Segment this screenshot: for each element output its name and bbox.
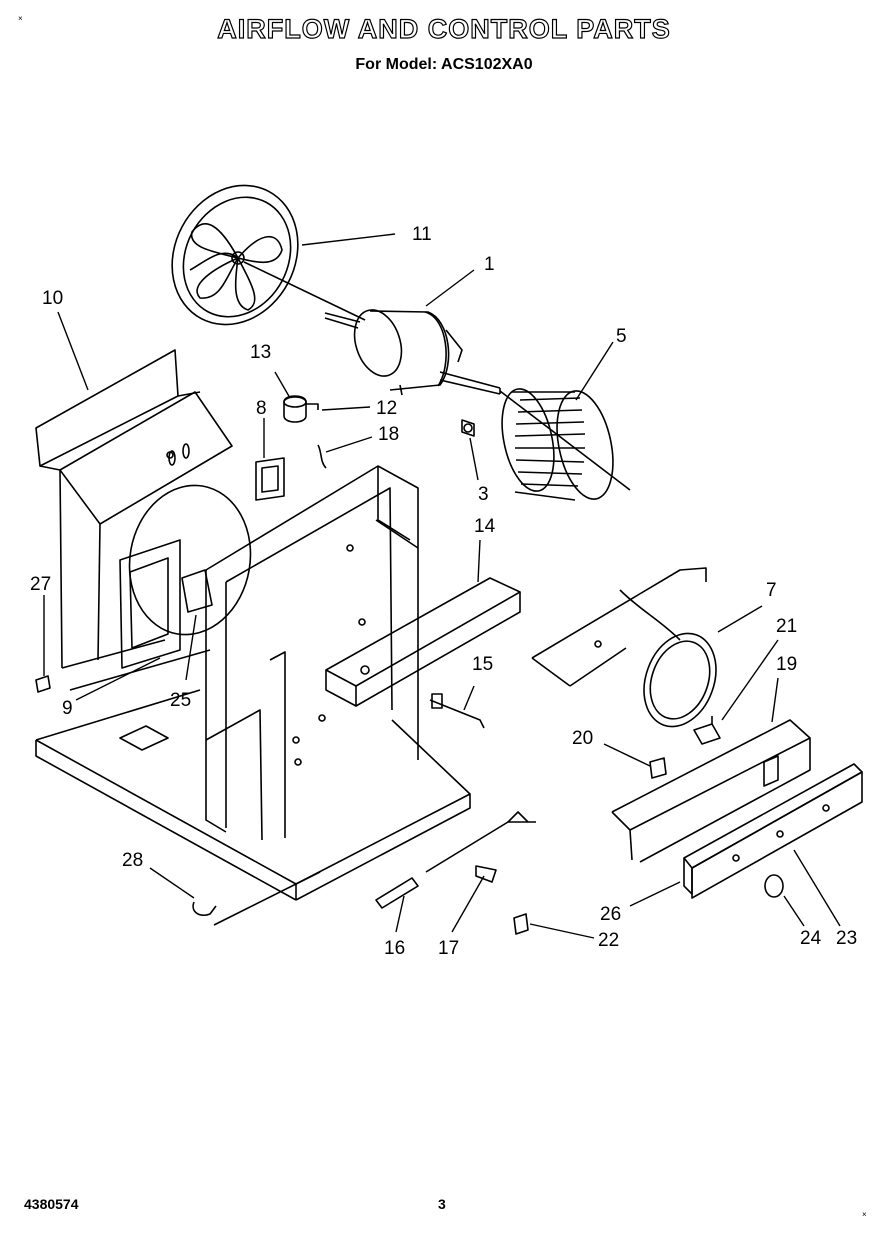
- callout-14: 14: [474, 516, 496, 537]
- part-18-wire: [317, 444, 327, 469]
- page-number: 3: [438, 1196, 446, 1212]
- part-5-blower-wheel: [501, 388, 614, 501]
- base-pan: [35, 689, 471, 926]
- document-number: 4380574: [24, 1196, 79, 1212]
- corner-mark-top-left: ×: [18, 14, 23, 23]
- callout-11: 11: [412, 224, 432, 245]
- callout-16: 16: [384, 938, 405, 959]
- part-15-thermistor: [429, 693, 485, 729]
- part-1-fan-motor: [324, 309, 631, 491]
- callout-3: 3: [478, 484, 489, 505]
- part-11-fan-blade: [171, 184, 366, 326]
- callout-21: 21: [776, 616, 797, 637]
- callout-13: 13: [250, 342, 271, 363]
- part-20-switch: [649, 757, 667, 779]
- part-24-knob: [764, 874, 784, 898]
- part-19-control-panel: [611, 719, 811, 863]
- callout-25: 25: [170, 690, 191, 711]
- part-7-scroll-housing: [531, 567, 717, 728]
- callout-12: 12: [376, 398, 397, 419]
- callout-22: 22: [598, 930, 619, 951]
- callout-15: 15: [472, 654, 493, 675]
- callout-9: 9: [62, 698, 73, 719]
- callout-24: 24: [800, 928, 822, 949]
- part-16-power-cord: [375, 811, 536, 909]
- callout-5: 5: [616, 326, 627, 347]
- part-12-capacitor: [283, 395, 319, 423]
- part-25-duct: [181, 569, 213, 613]
- part-23-control-panel-decal: [691, 771, 863, 899]
- part-9-air-channel: [61, 484, 252, 691]
- callout-20: 20: [572, 728, 593, 749]
- callout-19: 19: [776, 654, 797, 675]
- leader-lines: [43, 233, 841, 939]
- callout-8: 8: [256, 398, 267, 419]
- callout-17: 17: [438, 938, 459, 959]
- callout-18: 18: [378, 424, 399, 445]
- callout-labels: 1 3 5 7 8 9 10 11 12 13 14 15 16 17 18 1…: [30, 224, 857, 959]
- callout-1: 1: [484, 254, 495, 275]
- corner-mark-bottom-right: ×: [862, 1210, 867, 1219]
- part-17-cord-clamp: [475, 865, 497, 883]
- part-14-bracket: [325, 577, 521, 707]
- callout-7: 7: [766, 580, 777, 601]
- part-21-control: [693, 716, 721, 745]
- model-subtitle: For Model: ACS102XA0: [355, 56, 533, 73]
- callout-28: 28: [122, 850, 143, 871]
- part-27-screw: [35, 675, 51, 693]
- callout-10: 10: [42, 288, 63, 309]
- callout-27: 27: [30, 574, 51, 595]
- page-title: AIRFLOW AND CONTROL PARTS: [217, 13, 671, 44]
- callout-23: 23: [836, 928, 857, 949]
- part-3-screw: [461, 419, 475, 437]
- cabinet-partition: [205, 465, 419, 841]
- callout-26: 26: [600, 904, 621, 925]
- part-10-shroud: [35, 349, 233, 669]
- part-8-clip: [255, 457, 285, 501]
- part-22-clip: [513, 913, 529, 935]
- part-28-clamp: [192, 901, 217, 917]
